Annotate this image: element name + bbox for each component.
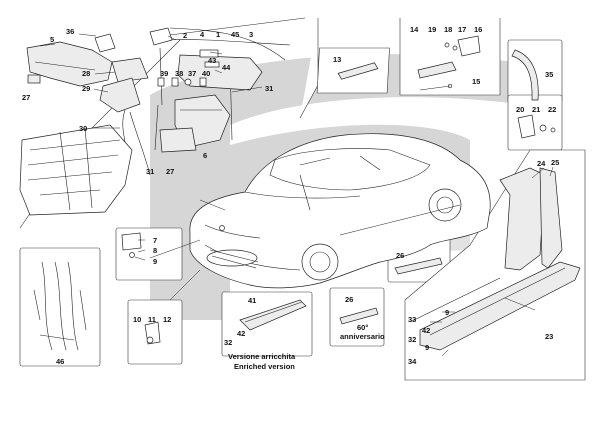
part-badge-14: [417, 61, 457, 79]
callout-10: 10: [133, 315, 141, 324]
callout-26b: 26: [345, 295, 353, 304]
callout-27b: 27: [166, 167, 174, 176]
callout-42a: 42: [422, 326, 430, 335]
callout-5: 5: [50, 35, 54, 44]
callout-45: 45: [231, 30, 239, 39]
callout-29: 29: [82, 84, 90, 93]
callout-16: 16: [474, 25, 482, 34]
callout-43: 43: [208, 56, 216, 65]
callout-9b: 9: [425, 343, 429, 352]
callout-31a: 31: [146, 167, 154, 176]
callout-18: 18: [444, 25, 452, 34]
callout-15: 15: [472, 77, 480, 86]
callout-40: 40: [202, 69, 210, 78]
callout-26a: 26: [396, 251, 404, 260]
part-seal-set: [33, 261, 87, 351]
part-bracket-20: [517, 114, 556, 139]
callout-36: 36: [66, 27, 74, 36]
callout-28: 28: [82, 69, 90, 78]
callout-6: 6: [203, 151, 207, 160]
captions: Versione arricchita Enriched version 60°…: [228, 323, 385, 371]
part-cable-assembly: [149, 27, 291, 151]
leader-lines: [39, 33, 554, 357]
caption-anniv-label: 60°: [357, 323, 368, 332]
part-badge-13: [337, 62, 379, 80]
callout-35: 35: [545, 70, 553, 79]
caption-enriched-en: Enriched version: [234, 362, 295, 371]
part-air-filter-cover: [99, 57, 149, 113]
callout-19: 19: [428, 25, 436, 34]
callout-32b: 32: [224, 338, 232, 347]
part-sill-plate-41: [239, 299, 307, 331]
callout-37: 37: [188, 69, 196, 78]
part-bracket-6: [159, 94, 231, 153]
caption-anniv-text: anniversario: [340, 332, 385, 341]
callout-9c: 9: [153, 257, 157, 266]
callout-8: 8: [153, 246, 157, 255]
callout-23: 23: [545, 332, 553, 341]
callout-42b: 42: [237, 329, 245, 338]
part-intake-duct: [26, 33, 116, 87]
callout-33: 33: [408, 315, 416, 324]
callout-25: 25: [551, 158, 559, 167]
part-clip-7: [121, 232, 142, 258]
callout-38: 38: [175, 69, 183, 78]
callout-46: 46: [56, 357, 64, 366]
callout-22: 22: [548, 105, 556, 114]
car-body: [189, 133, 491, 289]
callout-11: 11: [148, 315, 156, 324]
callout-9a: 9: [445, 308, 449, 317]
callout-27a: 27: [22, 93, 30, 102]
callout-2: 2: [183, 31, 187, 40]
callout-labels: 1 2 3 4 45 5 36 27 28 29 30 31 27 6 31 4…: [22, 25, 559, 366]
callout-17: 17: [458, 25, 466, 34]
callout-1: 1: [216, 30, 220, 39]
part-engine-tray: [19, 124, 133, 216]
callout-34: 34: [408, 357, 417, 366]
callout-14: 14: [410, 25, 419, 34]
callout-21: 21: [532, 105, 540, 114]
part-trim-35: [511, 49, 539, 101]
callout-44: 44: [222, 63, 231, 72]
callout-7: 7: [153, 236, 157, 245]
callout-3: 3: [249, 30, 253, 39]
callout-4: 4: [200, 30, 205, 39]
callout-30: 30: [79, 124, 87, 133]
callout-41: 41: [248, 296, 256, 305]
callout-32a: 32: [408, 335, 416, 344]
callout-39: 39: [160, 69, 168, 78]
callout-20: 20: [516, 105, 524, 114]
callout-24: 24: [537, 159, 546, 168]
callout-13: 13: [333, 55, 341, 64]
caption-enriched-it: Versione arricchita: [228, 352, 296, 361]
part-latch-10: [144, 321, 161, 345]
callout-12: 12: [163, 315, 171, 324]
callout-31b: 31: [265, 84, 273, 93]
part-fasteners: [157, 77, 207, 87]
part-badge-26: [339, 257, 443, 325]
part-side-sill: [409, 167, 581, 351]
